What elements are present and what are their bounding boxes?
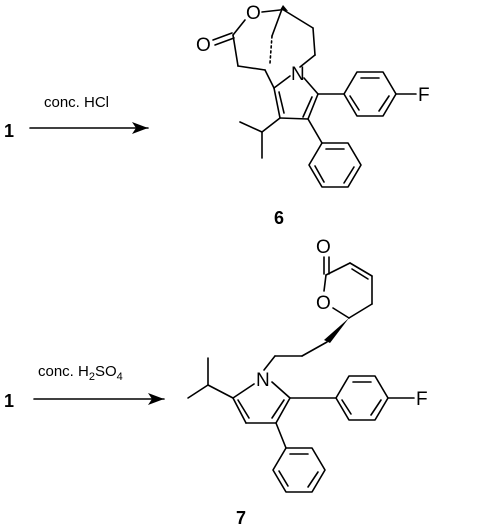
phenyl-6-double-c: [314, 165, 325, 183]
bond-iso-me1: [239, 121, 263, 133]
bond-c4-phenyl: [307, 118, 323, 144]
bond-c4-c5-double: [271, 399, 285, 419]
bond-ch-pyrrole: [264, 69, 275, 89]
atom-oxygen-ring-7: O: [316, 293, 331, 314]
bond-n-c5: [271, 381, 291, 399]
atom-nitrogen-7: N: [256, 370, 270, 391]
bond-oring-cstar: [332, 307, 350, 319]
atom-fluorine-6: F: [418, 85, 430, 106]
product-6-structure: O O N: [196, 3, 430, 228]
reagent-2-label: conc. H2SO4: [38, 363, 123, 383]
bond-ch2-ch: [237, 65, 266, 71]
bond-bridge-a: [271, 8, 283, 37]
bond-c3-iso: [261, 117, 281, 133]
bond-c2-c3: [232, 397, 247, 424]
wedge-7: [324, 318, 349, 343]
product-6-label: 6: [274, 208, 284, 228]
fluorophenyl-6-double-c: [349, 95, 360, 111]
bond-c-ch2-a: [281, 8, 314, 29]
fluorophenyl-7-double-c: [341, 399, 352, 415]
bond-c-o-double-b: [214, 37, 235, 46]
atom-oxygen-carbonyl-7: O: [316, 237, 331, 258]
bond-oring-c: [261, 9, 281, 13]
bond-ch-ch-double: [351, 268, 369, 280]
bond-c5-c4-double: [302, 96, 313, 118]
product-7-label: 7: [236, 508, 246, 528]
atom-fluorine-7: F: [416, 389, 428, 410]
bond-ch2-ch2: [312, 27, 316, 56]
product-7-structure: O O N: [187, 237, 428, 528]
bond-c4-c3: [279, 117, 309, 120]
bond-c-ch2: [232, 34, 239, 67]
reaction-2: 1 conc. H2SO4: [4, 363, 165, 411]
bond-ch2-n: [299, 54, 316, 68]
bond-chain-a: [301, 341, 328, 357]
atom-oxygen-ring-6: O: [246, 3, 261, 24]
bond-c2-iso: [207, 384, 234, 399]
reactant-1-label: 1: [4, 121, 14, 141]
bond-n-c5: [303, 77, 319, 95]
bond-bridge-hashed: [269, 35, 273, 64]
bond-c3-c2: [273, 87, 281, 119]
bond-c-o-double-a: [212, 32, 233, 41]
reactant-2-label: 1: [4, 391, 14, 411]
bond-c2-n: [273, 75, 291, 89]
phenyl-6-double-b: [343, 166, 355, 184]
bond-c4-phenyl-7: [275, 422, 287, 449]
phenyl-7-double-b: [307, 471, 319, 488]
reaction-1: 1 conc. HCl: [4, 94, 149, 141]
bond-c5-c4: [307, 93, 319, 120]
bond-c-oring-7: [323, 274, 327, 292]
reaction-arrow-2-head: [148, 393, 164, 405]
bond-iso-me1-7: [187, 384, 209, 399]
bond-c-ch: [325, 262, 351, 276]
bond-c3-c2-double: [278, 91, 285, 114]
bond-c2-c3-double: [237, 399, 250, 419]
bond-c-oring: [232, 19, 246, 36]
phenyl-ring-6: [308, 142, 362, 188]
fluorophenyl-7-double-b: [370, 399, 382, 416]
phenyl-ring-7: [272, 447, 326, 493]
bond-ch2-cstar: [348, 303, 373, 319]
fluorophenyl-6-double-b: [378, 95, 390, 112]
bond-c4-c5: [275, 397, 291, 424]
reaction-arrow-1-head: [132, 122, 148, 134]
bond-chain-c: [263, 355, 276, 371]
phenyl-7-double-c: [278, 470, 289, 487]
bond-n-c2: [232, 383, 255, 399]
bond-ch-ch: [349, 262, 373, 277]
atom-nitrogen-6: N: [291, 64, 305, 85]
reagent-1-label: conc. HCl: [44, 94, 109, 111]
atom-oxygen-carbonyl-6: O: [196, 35, 211, 56]
